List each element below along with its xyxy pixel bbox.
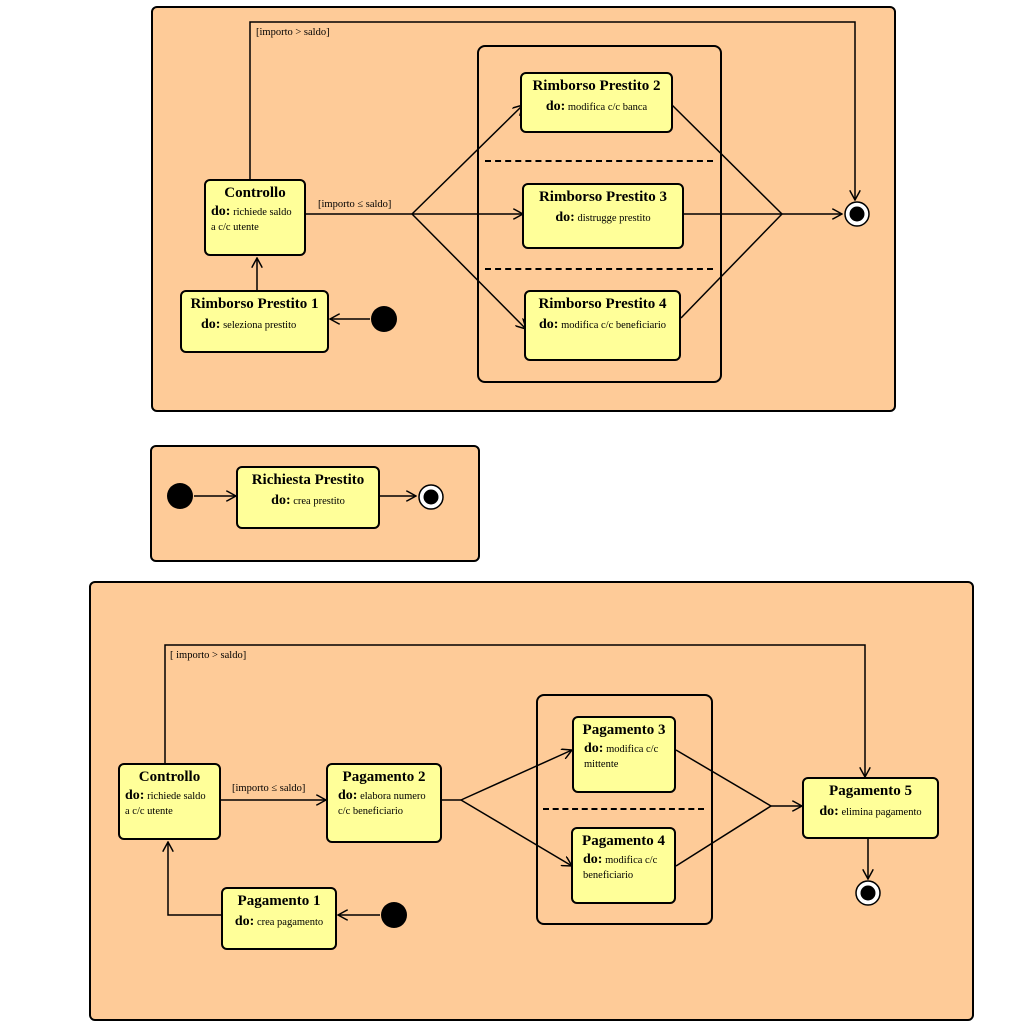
final-state-icon <box>860 885 876 901</box>
do-keyword: do: <box>584 741 604 756</box>
state-rimborso-prestito-4[interactable]: Rimborso Prestito 4 do: modifica c/c ben… <box>524 290 681 361</box>
transition-p3-join <box>675 749 772 807</box>
activity-text: elabora numero <box>360 791 426 802</box>
pseudostates <box>167 201 881 928</box>
activity-text: modifica c/c <box>606 744 659 755</box>
state-pagamento-5[interactable]: Pagamento 5 do: elimina pagamento <box>802 777 939 839</box>
activity-text: distrugge prestito <box>577 213 651 224</box>
state-activity: do: modifica c/c beneficiario <box>578 852 669 883</box>
state-controllo[interactable]: Controllo do: richiede saldo a c/c utente <box>204 179 306 256</box>
do-keyword: do: <box>555 210 575 225</box>
activity-text: a c/c utente <box>211 222 259 233</box>
state-activity: do: richiede saldo a c/c utente <box>125 788 214 819</box>
region-divider <box>485 160 713 162</box>
do-keyword: do: <box>545 99 566 114</box>
activity-text: richiede saldo <box>233 207 292 218</box>
activity-text: modifica c/c <box>605 855 658 866</box>
state-pagamento-1[interactable]: Pagamento 1 do: crea pagamento <box>221 887 337 950</box>
concurrent-region-pagamento <box>536 694 713 925</box>
activity-text: seleziona prestito <box>223 320 297 331</box>
transition-rp4-join <box>680 213 783 319</box>
state-name: Rimborso Prestito 2 <box>532 78 661 94</box>
state-rimborso-prestito-3[interactable]: Rimborso Prestito 3 do: distrugge presti… <box>522 183 684 249</box>
guard-label: [importo ≤ saldo] <box>232 783 306 794</box>
do-keyword: do: <box>338 788 358 803</box>
activity-text: beneficiario <box>583 870 634 881</box>
state-name: Controllo <box>138 769 201 785</box>
state-activity: do: crea prestito <box>243 493 373 510</box>
transition-fork-p3 <box>460 750 572 801</box>
do-keyword: do: <box>819 804 839 819</box>
region-divider <box>543 808 704 810</box>
state-activity: do: distrugge prestito <box>529 210 677 227</box>
activity-text: mittente <box>584 759 619 770</box>
transition-p1-controllo <box>168 842 221 916</box>
state-name: Pagamento 2 <box>342 769 426 785</box>
guard-label: [importo ≤ saldo] <box>318 199 392 210</box>
state-activity: do: modifica c/c beneficiario <box>531 317 674 334</box>
state-richiesta-prestito[interactable]: Richiesta Prestito do: crea prestito <box>236 466 380 529</box>
activity-text: richiede saldo <box>147 791 206 802</box>
state-name: Pagamento 5 <box>829 783 912 799</box>
state-name: Rimborso Prestito 1 <box>190 296 319 312</box>
region-divider <box>485 268 713 270</box>
state-name: Pagamento 4 <box>582 833 665 849</box>
state-name: Richiesta Prestito <box>251 472 365 488</box>
state-activity: do: modifica c/c banca <box>527 99 666 116</box>
state-name: Rimborso Prestito 3 <box>538 189 668 205</box>
state-activity: do: elabora numero c/c beneficiario <box>333 788 435 819</box>
transition-fork-rp2 <box>411 105 523 215</box>
state-name: Rimborso Prestito 4 <box>538 296 667 312</box>
activity-text: a c/c utente <box>125 806 173 817</box>
state-rimborso-prestito-1[interactable]: Rimborso Prestito 1 do: seleziona presti… <box>180 290 329 353</box>
state-activity: do: elimina pagamento <box>809 804 932 821</box>
state-activity: do: crea pagamento <box>228 914 330 931</box>
do-keyword: do: <box>234 914 255 929</box>
transition-guard-loop <box>164 644 865 777</box>
do-keyword: do: <box>201 317 221 332</box>
initial-state-icon <box>167 483 193 509</box>
state-name: Pagamento 1 <box>237 893 321 909</box>
do-keyword: do: <box>125 788 145 803</box>
guard-label: [ importo > saldo] <box>170 650 247 661</box>
transition-rp2-join <box>671 104 783 215</box>
transition-fork-rp4 <box>411 213 526 329</box>
transition-guard-loop <box>249 21 855 200</box>
state-rimborso-prestito-2[interactable]: Rimborso Prestito 2 do: modifica c/c ban… <box>520 72 673 133</box>
do-keyword: do: <box>271 493 291 508</box>
activity-text: crea prestito <box>293 496 345 507</box>
state-name: Controllo <box>224 185 286 201</box>
state-name: Pagamento 3 <box>582 722 666 738</box>
activity-text: elimina pagamento <box>841 807 922 818</box>
do-keyword: do: <box>211 204 231 219</box>
initial-state-icon <box>381 902 407 928</box>
initial-state-icon <box>371 306 397 332</box>
state-pagamento-3[interactable]: Pagamento 3 do: modifica c/c mittente <box>572 716 676 793</box>
do-keyword: do: <box>583 852 603 867</box>
transition-p4-join <box>675 805 772 867</box>
state-controllo[interactable]: Controllo do: richiede saldo a c/c utente <box>118 763 221 840</box>
activity-text: c/c beneficiario <box>338 806 403 817</box>
state-pagamento-4[interactable]: Pagamento 4 do: modifica c/c beneficiario <box>571 827 676 904</box>
final-state-icon <box>423 489 439 505</box>
activity-text: modifica c/c beneficiario <box>561 320 667 331</box>
transition-fork-p4 <box>460 799 572 866</box>
final-state-icon <box>849 206 865 222</box>
activity-text: modifica c/c banca <box>567 102 648 113</box>
activity-text: crea pagamento <box>256 917 324 928</box>
guard-label: [importo > saldo] <box>256 27 330 38</box>
state-activity: do: modifica c/c mittente <box>579 741 669 772</box>
state-pagamento-2[interactable]: Pagamento 2 do: elabora numero c/c benefi… <box>326 763 442 843</box>
state-activity: do: richiede saldo a c/c utente <box>211 204 299 235</box>
do-keyword: do: <box>538 317 559 332</box>
state-activity: do: seleziona prestito <box>187 317 322 334</box>
